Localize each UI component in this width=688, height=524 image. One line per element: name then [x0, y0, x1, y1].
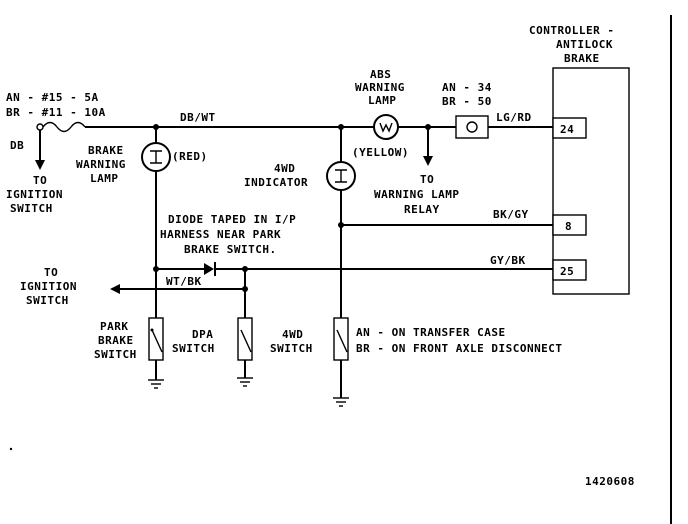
abs-pin-an: AN - 34	[442, 81, 492, 94]
relay-label-2: WARNING LAMP	[374, 188, 459, 201]
relay-label-1: TO	[420, 173, 434, 186]
brake-lamp-label-2: WARNING	[76, 158, 126, 171]
park-switch-label-3: SWITCH	[94, 348, 137, 361]
brake-lamp-color: (RED)	[172, 150, 208, 163]
4wd-switch-label-2: SWITCH	[270, 342, 313, 355]
fuse-wire-label: DB	[10, 139, 24, 152]
4wd-indicator-label-2: INDICATOR	[244, 176, 308, 189]
brake-lamp-label-1: BRAKE	[88, 144, 124, 157]
ground-icon	[148, 379, 164, 389]
ignition-top-2: IGNITION	[6, 188, 63, 201]
4wd-switch-label-1: 4WD	[282, 328, 303, 341]
brake-lamp-label-3: LAMP	[90, 172, 119, 185]
figure-id: 1420608	[585, 475, 635, 488]
diode-note-3: BRAKE SWITCH.	[184, 243, 277, 256]
controller-antilock-brake: CONTROLLER - ANTILOCK BRAKE 24 8 25	[529, 24, 630, 295]
abs-lamp-label-3: LAMP	[368, 94, 397, 107]
abs-warning-lamp	[373, 114, 399, 140]
ignition-top-1: TO	[33, 174, 47, 187]
wire-wt-bk-label: WT/BK	[166, 275, 202, 288]
pin-25-label: 25	[560, 265, 574, 278]
fuse-an-label: AN - #15 - 5A	[6, 91, 99, 104]
ignition-top-3: SWITCH	[10, 202, 53, 215]
park-brake-switch	[148, 317, 164, 361]
dpa-switch-label-2: SWITCH	[172, 342, 215, 355]
dpa-switch-label-1: DPA	[192, 328, 213, 341]
pin-8-label: 8	[565, 220, 572, 233]
arrow-to-relay	[423, 156, 433, 166]
4wd-indicator-label-1: 4WD	[274, 162, 295, 175]
diode-note-1: DIODE TAPED IN I/P	[168, 213, 296, 226]
controller-label-2: ANTILOCK	[556, 38, 613, 51]
fuse-br-label: BR - #11 - 10A	[6, 106, 106, 119]
diode-note-2: HARNESS NEAR PARK	[160, 228, 281, 241]
ground-icon	[237, 377, 253, 387]
dpa-switch	[237, 317, 253, 361]
4wd-indicator-lamp	[326, 161, 356, 191]
park-switch-label-2: BRAKE	[98, 334, 134, 347]
ignition-left-1: TO	[44, 266, 58, 279]
controller-label-1: CONTROLLER -	[529, 24, 614, 37]
abs-lamp-color: (YELLOW)	[352, 146, 409, 159]
diode-symbol	[204, 262, 216, 276]
controller-label-3: BRAKE	[564, 52, 600, 65]
park-switch-label-1: PARK	[100, 320, 129, 333]
connector-symbol	[455, 115, 489, 139]
pin-24-label: 24	[560, 123, 574, 136]
transfer-note-br: BR - ON FRONT AXLE DISCONNECT	[356, 342, 563, 355]
abs-pin-br: BR - 50	[442, 95, 492, 108]
4wd-switch	[333, 317, 349, 361]
ground-icon	[333, 397, 349, 407]
ignition-left-3: SWITCH	[26, 294, 69, 307]
arrow-to-ignition-top	[35, 160, 45, 170]
wire-lg-rd-label: LG/RD	[496, 111, 532, 124]
transfer-note-an: AN - ON TRANSFER CASE	[356, 326, 506, 339]
wire-gy-bk-label: GY/BK	[490, 254, 526, 267]
abs-lamp-label-1: ABS	[370, 68, 391, 81]
wire-bk-gy-label: BK/GY	[493, 208, 529, 221]
arrow-to-ignition-left	[110, 284, 120, 294]
ignition-left-2: IGNITION	[20, 280, 77, 293]
abs-lamp-label-2: WARNING	[355, 81, 405, 94]
brake-warning-lamp	[141, 142, 171, 172]
wire-db-wt-label: DB/WT	[180, 111, 216, 124]
relay-label-3: RELAY	[404, 203, 440, 216]
fuse-symbol	[36, 121, 86, 133]
